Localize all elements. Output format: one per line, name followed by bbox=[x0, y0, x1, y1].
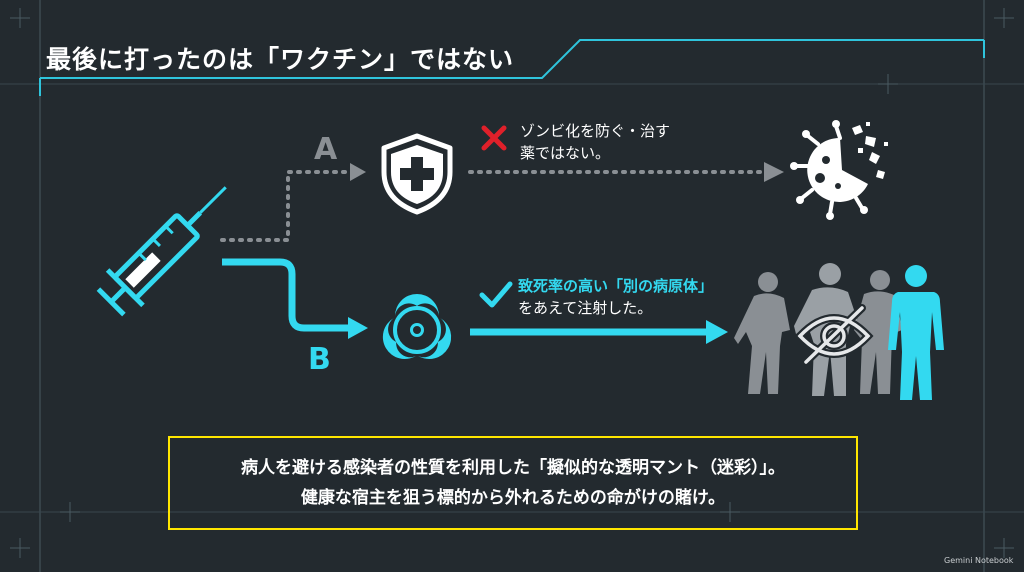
biohazard-icon bbox=[382, 294, 452, 359]
human-figure bbox=[888, 265, 944, 400]
eye-slash-icon-inner bbox=[797, 306, 871, 364]
zombie-1 bbox=[734, 272, 790, 394]
path-b-note: 致死率の高い「別の病原体」 をあえて注射した。 bbox=[518, 275, 713, 319]
title-frame bbox=[39, 39, 985, 96]
path-a-note-line2: 薬ではない。 bbox=[520, 144, 611, 162]
page-title: 最後に打ったのは「ワクチン」ではない bbox=[46, 45, 515, 74]
footer-brand: Gemini Notebook bbox=[944, 556, 1014, 565]
crowd-icon bbox=[734, 263, 944, 400]
zombie-3 bbox=[854, 270, 902, 394]
path-a-note-line1: ゾンビ化を防ぐ・治す bbox=[520, 122, 671, 140]
virus-icon bbox=[790, 120, 888, 220]
arrow-b1-head bbox=[348, 317, 368, 339]
shield-plus-icon bbox=[381, 133, 453, 215]
syringe-icon bbox=[96, 186, 227, 317]
summary-line1: 病人を避ける感染者の性質を利用した「擬似的な透明マント（迷彩）」。 bbox=[241, 458, 785, 478]
path-a-note: ゾンビ化を防ぐ・治す 薬ではない。 bbox=[520, 120, 670, 164]
summary-line2: 健康な宿主を狙う標的から外れるための命がけの賭け。 bbox=[300, 488, 726, 508]
path-b-connector bbox=[222, 258, 350, 332]
path-b-note-line1: 致死率の高い「別の病原体」 bbox=[518, 277, 714, 295]
path-a-label: A bbox=[314, 132, 338, 167]
summary-box: 病人を避ける感染者の性質を利用した「擬似的な透明マント（迷彩）」。 健康な宿主を… bbox=[168, 436, 858, 530]
arrow-b2-head bbox=[706, 320, 728, 344]
path-b-label: B bbox=[308, 342, 331, 377]
check-icon bbox=[479, 281, 513, 308]
path-b-note-line2: をあえて注射した。 bbox=[518, 299, 653, 317]
cross-icon bbox=[481, 125, 507, 151]
path-a-connector bbox=[220, 170, 767, 242]
arrow-a2-head bbox=[764, 162, 784, 182]
arrow-a1-head bbox=[350, 163, 366, 181]
